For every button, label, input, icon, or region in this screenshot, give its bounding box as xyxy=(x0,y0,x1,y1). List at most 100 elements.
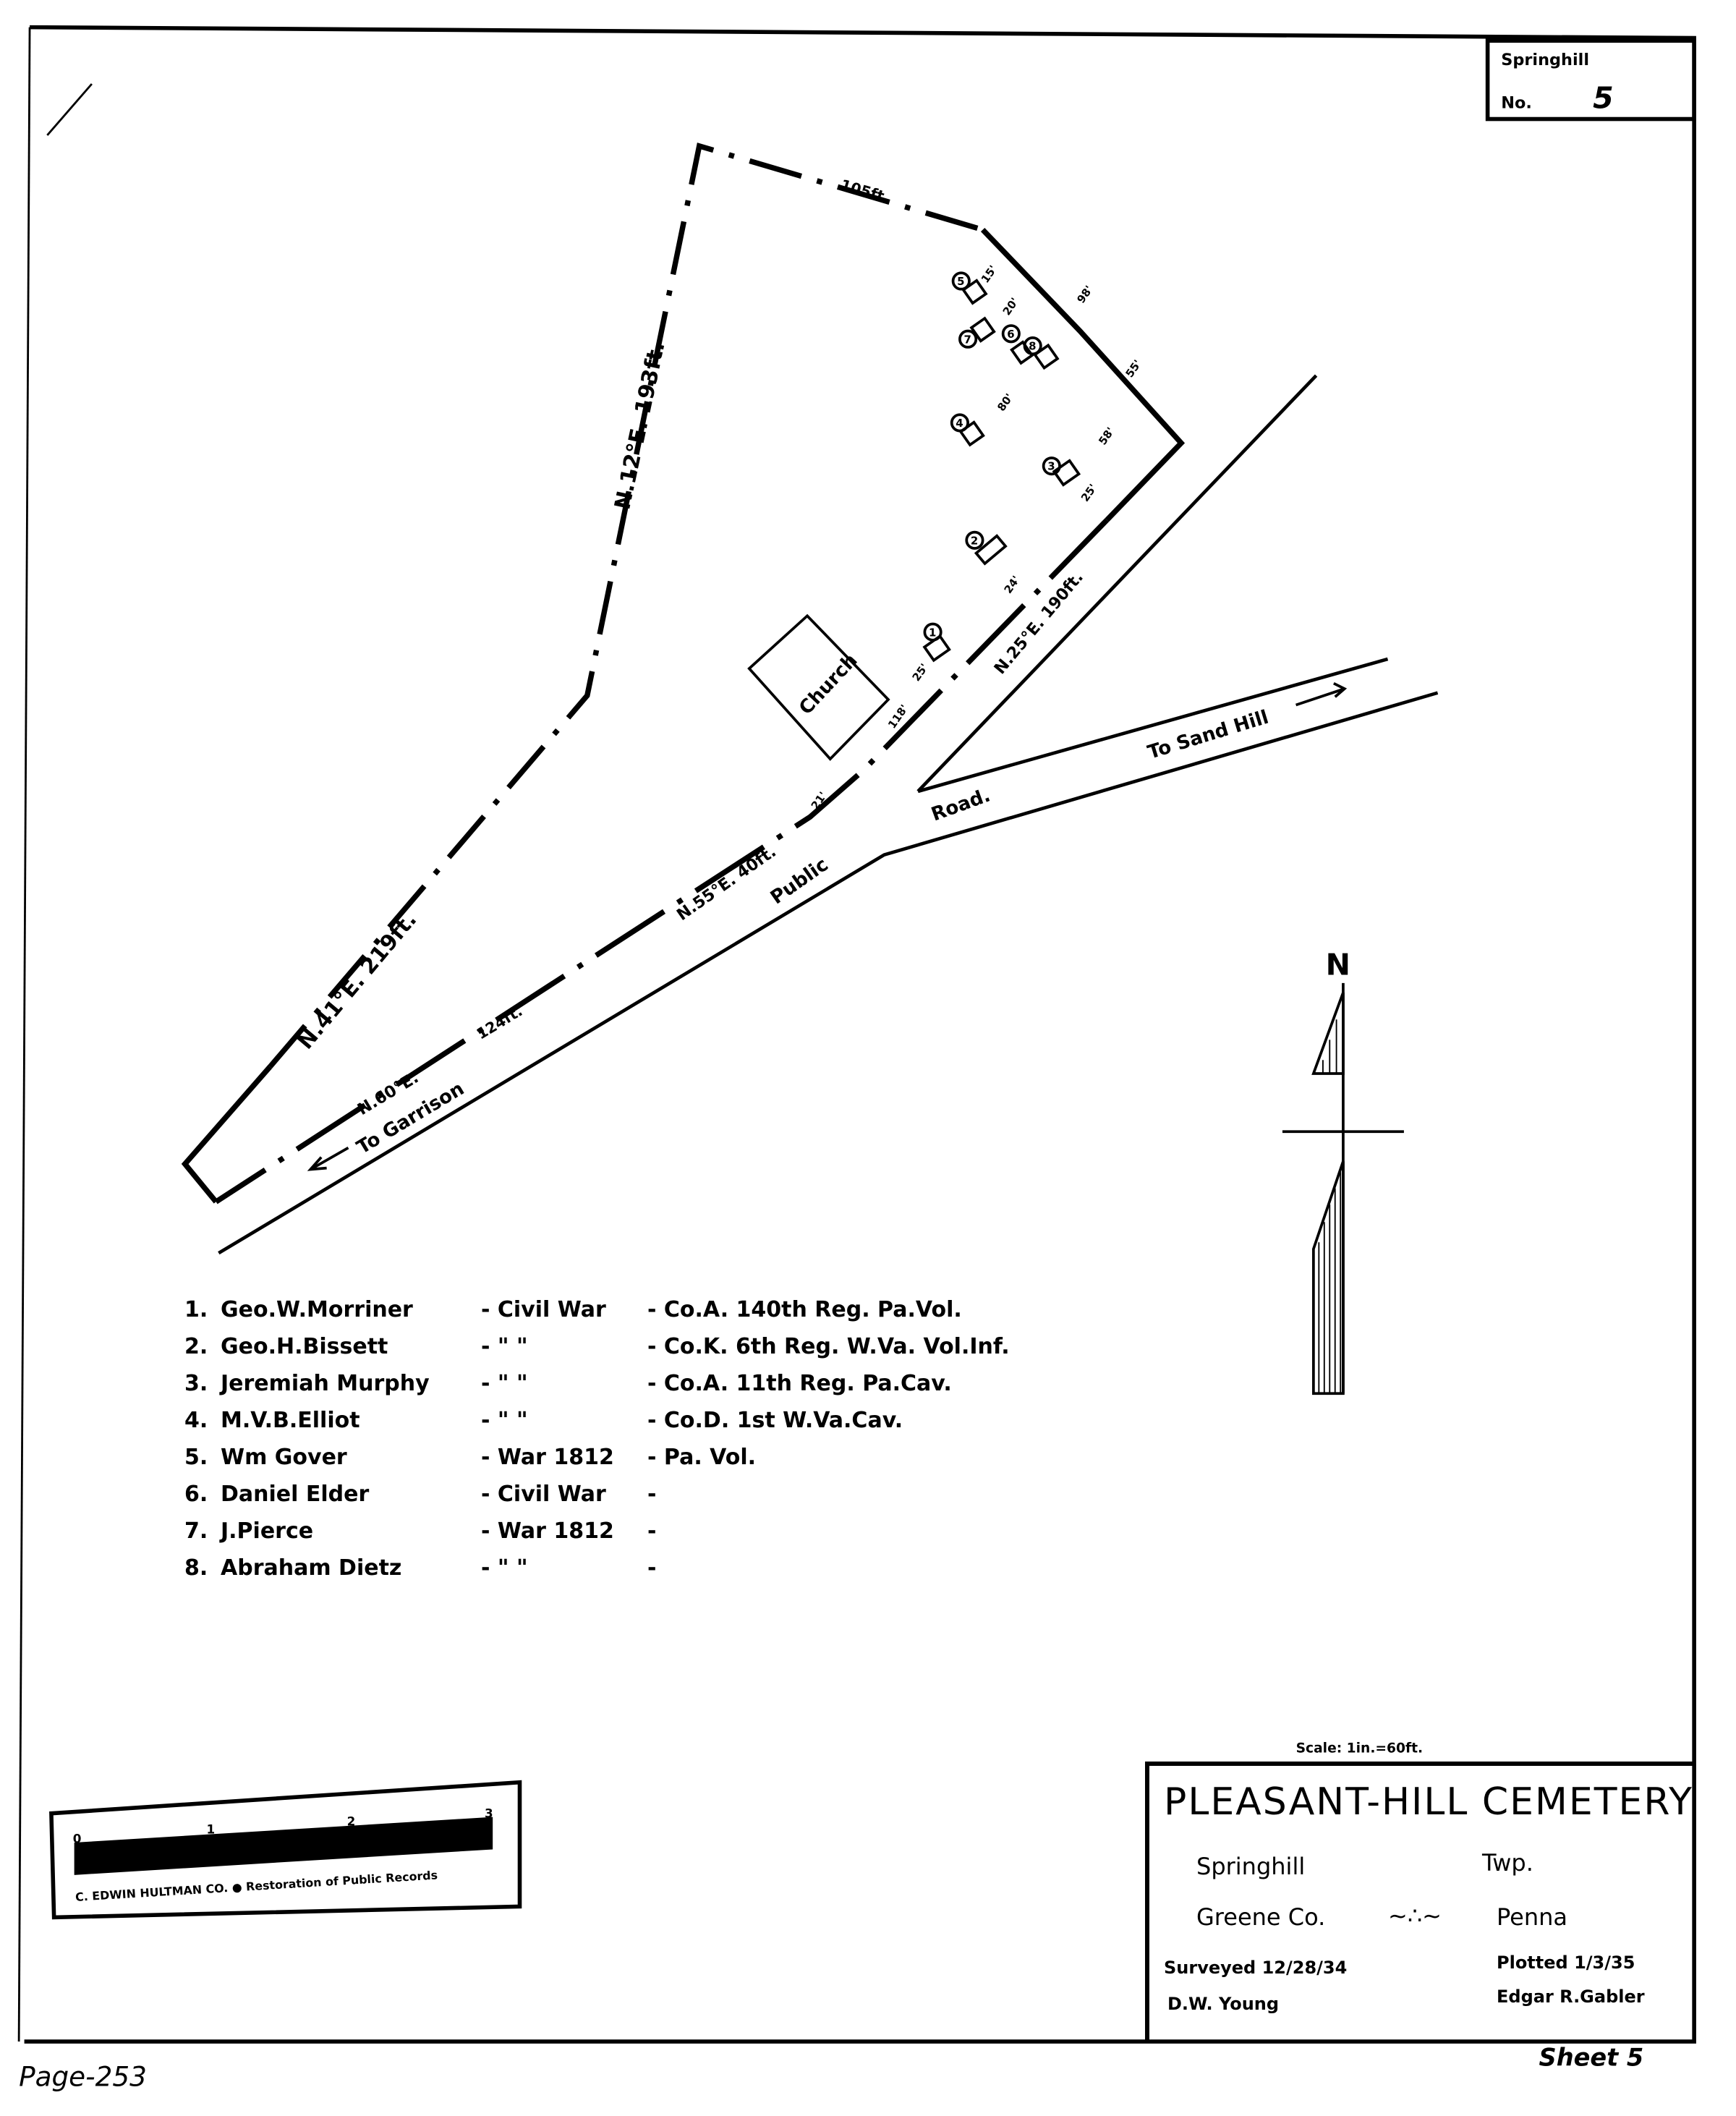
dim-label: 15' xyxy=(979,263,1000,285)
ruler-tick: 0 xyxy=(73,1832,82,1846)
legend-num: 4. xyxy=(184,1408,208,1433)
legend-num: 2. xyxy=(184,1334,208,1359)
legend-name: Geo.H.Bissett xyxy=(221,1334,388,1359)
legend-row: 1.Geo.W.Morriner- Civil War- Co.A. 140th… xyxy=(184,1291,1010,1328)
roads xyxy=(218,374,1439,1255)
bearing-n60e-dist: 124ft. xyxy=(474,1002,526,1042)
road-label-road: Road. xyxy=(929,785,993,826)
grave-8 xyxy=(1023,336,1060,370)
corner-township: Springhill xyxy=(1501,51,1589,69)
plotted-date: Plotted 1/3/35 xyxy=(1497,1953,1635,1973)
grave-number: 6 xyxy=(1007,328,1014,341)
legend-unit: - Co.A. 11th Reg. Pa.Cav. xyxy=(647,1371,952,1396)
bearing-n55e: N.55°E. 40ft. xyxy=(673,842,780,925)
legend-unit: - Co.K. 6th Reg. W.Va. Vol.Inf. xyxy=(647,1334,1010,1359)
ruler-tick: 3 xyxy=(485,1806,493,1820)
dim-label: 98' xyxy=(1074,283,1095,305)
road-label-public: Public xyxy=(767,854,833,909)
grave-1 xyxy=(922,622,951,663)
grave-number: 4 xyxy=(956,417,963,430)
legend-row: 5.Wm Gover- War 1812- Pa. Vol. xyxy=(184,1439,1010,1476)
grave-2 xyxy=(965,530,1008,566)
road-label-sand-hill: To Sand Hill xyxy=(1145,707,1271,764)
bearing-top: 105ft. xyxy=(838,176,891,206)
legend-row: 4. M.V.B.Elliot - " " - Co.D. 1st W.Va.Cav. xyxy=(184,1402,1010,1439)
ruler-tick: 1 xyxy=(207,1822,216,1837)
dim-label: 58' xyxy=(1096,425,1117,447)
grave-number: 3 xyxy=(1047,460,1055,473)
legend-row: 6. Daniel Elder - Civil War - xyxy=(184,1476,1010,1513)
dim-label: 20' xyxy=(1000,295,1021,318)
sheet-number: Sheet 5 xyxy=(1539,2044,1644,2072)
legend-num: 3. xyxy=(184,1371,208,1396)
legend-name: J.Pierce xyxy=(221,1518,314,1544)
legend-row: 2. Geo.H.Bissett - " " - Co.K. 6th Reg. W.V… xyxy=(184,1328,1010,1365)
flourish-icon: ~∴~ xyxy=(1388,1902,1442,1929)
scale-note: Scale: 1in.=60ft. xyxy=(1296,1741,1424,1756)
dim-label: 25' xyxy=(1078,482,1099,504)
legend-name: Jeremiah Murphy xyxy=(221,1371,430,1396)
legend-unit: - xyxy=(647,1482,657,1507)
corner-no-value: 5 xyxy=(1593,81,1614,116)
legend-war: - War 1812 xyxy=(481,1445,614,1470)
church-label: Church xyxy=(795,650,861,719)
grave-7 xyxy=(958,316,996,349)
legend-war: - " " xyxy=(481,1555,528,1581)
sheet-border xyxy=(24,25,1696,2044)
legend-row: 3. Jeremiah Murphy - " " - Co.A. 11th Reg. … xyxy=(184,1365,1010,1402)
township: Springhill xyxy=(1196,1853,1306,1880)
dim-label: 80' xyxy=(995,391,1016,414)
legend-name: Daniel Elder xyxy=(221,1482,370,1507)
legend-unit: - Pa. Vol. xyxy=(647,1445,757,1470)
grave-5 xyxy=(951,271,988,305)
legend-num: 6. xyxy=(184,1482,208,1507)
twp-label: Twp. xyxy=(1482,1849,1533,1877)
legend-num: 7. xyxy=(184,1518,208,1544)
legend-war: - War 1812 xyxy=(481,1518,614,1544)
surveyor: D.W. Young xyxy=(1167,1994,1280,2014)
state: Penna xyxy=(1497,1903,1568,1931)
cemetery-title: PLEASANT-HILL CEMETERY xyxy=(1164,1780,1693,1824)
legend-war: - Civil War xyxy=(481,1482,606,1507)
legend-war: - " " xyxy=(481,1408,528,1433)
grave-6 xyxy=(1001,324,1034,365)
legend-war: - " " xyxy=(481,1334,528,1359)
legend-unit: - xyxy=(647,1555,657,1581)
graves xyxy=(922,271,1081,663)
bearing-n12e: N.12°E. 193ft. xyxy=(610,339,670,511)
dim-label: 25' xyxy=(910,661,931,684)
legend-war: - " " xyxy=(481,1371,528,1396)
bearing-n41e: N.41°E. 219ft. xyxy=(293,907,422,1054)
corner-no-label: No. xyxy=(1501,94,1532,113)
grave-legend: 1.Geo.W.Morriner- Civil War- Co.A. 140th… xyxy=(184,1291,1010,1586)
title-block: PLEASANT-HILL CEMETERY Springhill Twp. G… xyxy=(1145,1762,1695,2041)
grave-4 xyxy=(950,413,985,447)
plotter: Edgar R.Gabler xyxy=(1497,1987,1645,2007)
legend-name: Abraham Dietz xyxy=(221,1555,402,1581)
grave-number: 8 xyxy=(1029,340,1036,353)
county: Greene Co. xyxy=(1196,1903,1326,1931)
corner-mark xyxy=(46,83,93,136)
legend-name: Geo.W.Morriner xyxy=(221,1297,413,1322)
ruler-tick: 2 xyxy=(347,1814,356,1828)
grave-number: 2 xyxy=(971,534,978,547)
corner-box xyxy=(1485,38,1696,122)
north-arrow: N xyxy=(1282,948,1404,1395)
grave-number: 5 xyxy=(957,275,964,288)
bearing-labels: N.41°E. 219ft. N.12°E. 193ft. 105ft. N.6… xyxy=(293,176,1087,1119)
road-arrows xyxy=(307,681,1348,1171)
legend-unit: - Co.D. 1st W.Va.Cav. xyxy=(647,1408,903,1433)
legend-num: 8. xyxy=(184,1555,208,1581)
north-label: N xyxy=(1326,948,1350,982)
legend-num: 5. xyxy=(184,1445,208,1470)
property-boundary xyxy=(181,143,1186,1204)
legend-row: 7.J.Pierce- War 1812- xyxy=(184,1513,1010,1550)
dim-label: 55' xyxy=(1123,357,1144,380)
legend-name: M.V.B.Elliot xyxy=(221,1408,360,1433)
grave-numbers: 1 2 3 4 5 6 7 8 xyxy=(929,275,1055,639)
dim-label: 21' xyxy=(809,789,830,812)
page-number: Page-253 xyxy=(19,2061,147,2093)
surveyed-date: Surveyed 12/28/34 xyxy=(1164,1958,1348,1978)
dim-label: 24' xyxy=(1001,574,1022,596)
